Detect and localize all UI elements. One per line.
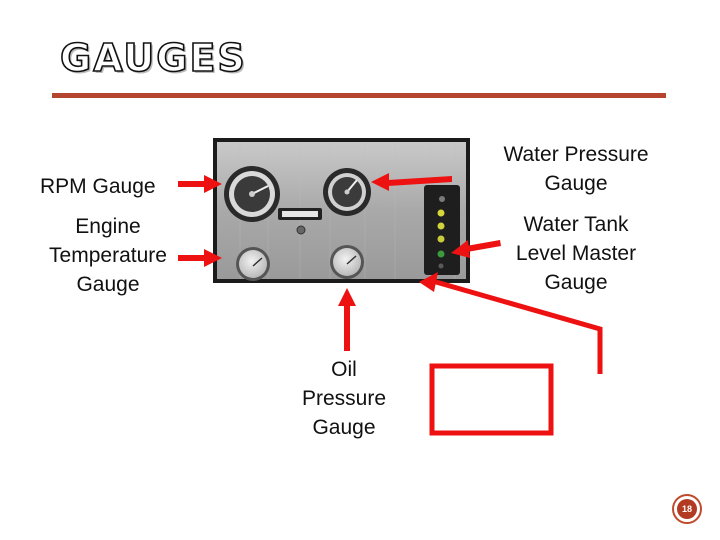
page-number-badge: 18 <box>672 494 702 524</box>
engine-label-line: Engine <box>75 215 141 238</box>
engine-temperature-gauge-dial <box>236 247 270 281</box>
water-pressure-gauge-label: Water Pressure Gauge <box>490 140 662 198</box>
oil-label-line: Gauge <box>312 416 376 439</box>
water-tank-label-line: Gauge <box>544 271 608 294</box>
arrow-oil-pressure <box>338 288 356 351</box>
bracket-arrowhead <box>419 272 438 292</box>
arrow-rpm <box>178 175 222 193</box>
bracket-water-tank <box>429 279 603 436</box>
panel-photo <box>213 138 470 283</box>
rpm-label-line: RPM Gauge <box>40 175 156 198</box>
water-pressure-label-line: Water Pressure <box>503 143 649 166</box>
arrow-water-tank <box>451 240 501 258</box>
water-tank-level-indicator <box>424 185 460 275</box>
arrow-engine-temperature <box>178 249 222 267</box>
title-underline <box>52 93 666 98</box>
water-tank-label-line: Water Tank <box>523 213 629 236</box>
arrow-water-pressure <box>371 173 452 191</box>
water-tank-gauge-label: Water Tank Level Master Gauge <box>498 210 654 297</box>
engine-temperature-gauge-label: Engine Temperature Gauge <box>36 212 180 299</box>
water-tank-label-line: Level Master <box>515 242 637 265</box>
engine-label-line: Gauge <box>76 273 140 296</box>
water-pressure-gauge-dial <box>323 168 371 216</box>
rpm-gauge-label: RPM Gauge <box>40 172 156 201</box>
rpm-gauge-dial <box>224 166 280 222</box>
oil-pressure-gauge-label: Oil Pressure Gauge <box>288 355 400 442</box>
engine-label-line: Temperature <box>49 244 167 267</box>
water-pressure-label-line: Gauge <box>544 172 608 195</box>
oil-label-line: Pressure <box>301 387 387 410</box>
oil-pressure-gauge-dial <box>330 245 364 279</box>
page-number: 18 <box>677 499 697 519</box>
oil-label-line: Oil <box>331 358 357 381</box>
slide-title: GAUGES <box>59 35 247 81</box>
